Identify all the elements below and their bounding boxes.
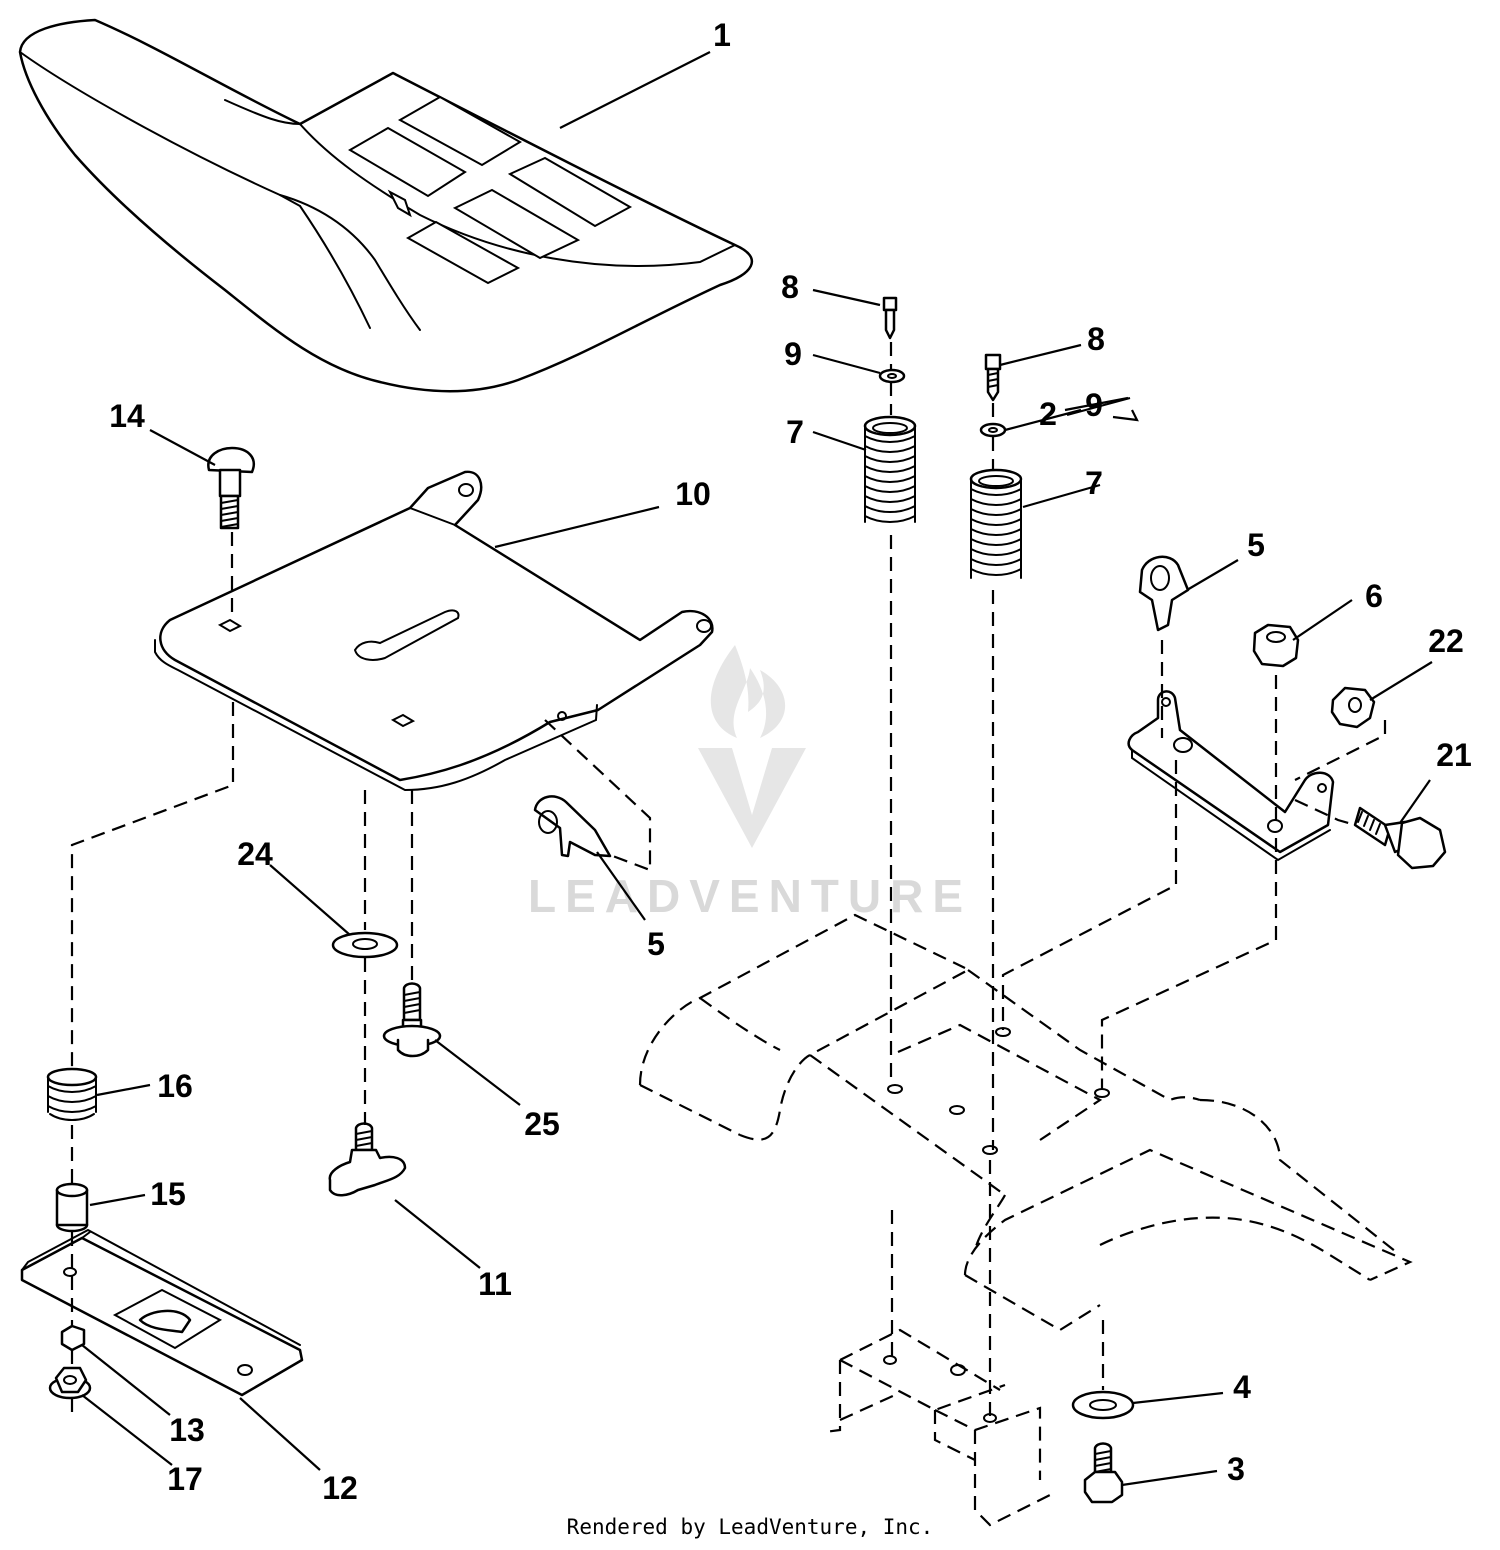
leader-lines — [81, 51, 1433, 1487]
callout-8-right: 8 — [1087, 321, 1105, 357]
seat-knob — [328, 1122, 407, 1197]
callout-2: 2 — [1039, 396, 1057, 432]
washer-right — [979, 422, 1007, 438]
nut-13 — [60, 1324, 86, 1352]
callout-12: 12 — [322, 1470, 358, 1506]
flange-nut-17 — [48, 1366, 92, 1400]
callout-16: 16 — [157, 1068, 193, 1104]
washer-left — [878, 368, 906, 384]
callout-7-left: 7 — [786, 414, 804, 450]
spring-left — [863, 415, 917, 523]
lock-nut — [1252, 623, 1300, 668]
callout-3: 3 — [1227, 1451, 1245, 1487]
callout-13: 13 — [169, 1412, 205, 1448]
flat-washer — [331, 931, 399, 959]
seat-pan — [154, 470, 714, 792]
callout-5-clip-upper: 5 — [1247, 527, 1265, 563]
callout-7-right: 7 — [1085, 465, 1103, 501]
pivot-bracket — [1127, 690, 1335, 862]
clip-upper — [1138, 555, 1190, 632]
callout-10: 10 — [675, 476, 711, 512]
seat — [18, 18, 754, 393]
washer-4 — [1071, 1390, 1135, 1420]
assembly-lines — [70, 342, 1387, 1418]
callout-15: 15 — [150, 1176, 186, 1212]
callout-9-left: 9 — [784, 336, 802, 372]
carriage-bolt — [207, 446, 255, 530]
hex-nut — [1330, 686, 1376, 729]
callout-21: 21 — [1436, 737, 1472, 773]
callout-8-left: 8 — [781, 269, 799, 305]
callout-5-clip-middle: 5 — [647, 926, 665, 962]
callout-1: 1 — [713, 17, 731, 53]
callout-14: 14 — [109, 398, 145, 434]
frame-bracket-phantom — [824, 1328, 1051, 1527]
callout-11: 11 — [478, 1266, 512, 1302]
callout-4: 4 — [1233, 1369, 1251, 1405]
footer-credit: Rendered by LeadVenture, Inc. — [566, 1515, 934, 1539]
seat-spring — [46, 1067, 98, 1121]
watermark-text: LEADVENTURE — [528, 870, 972, 922]
callout-6: 6 — [1365, 578, 1383, 614]
fender-phantom — [638, 913, 1413, 1332]
seat-bracket — [20, 1228, 304, 1397]
clip-middle — [533, 795, 612, 858]
callout-22: 22 — [1428, 623, 1464, 659]
hex-bolt — [1083, 1442, 1124, 1504]
callout-24: 24 — [237, 836, 273, 872]
screw-right — [984, 353, 1002, 402]
shoulder-bolt — [1353, 806, 1447, 870]
callout-25: 25 — [524, 1106, 560, 1142]
flange-screw — [382, 982, 442, 1058]
screw-left — [882, 296, 898, 340]
spring-right — [969, 468, 1023, 579]
callout-labels: 1 2 3 4 5 5 6 7 7 8 8 9 9 10 11 12 13 14… — [109, 17, 1472, 1506]
callout-17: 17 — [167, 1461, 203, 1497]
spacer — [55, 1182, 89, 1233]
callout-9-right: 9 — [1085, 387, 1103, 423]
